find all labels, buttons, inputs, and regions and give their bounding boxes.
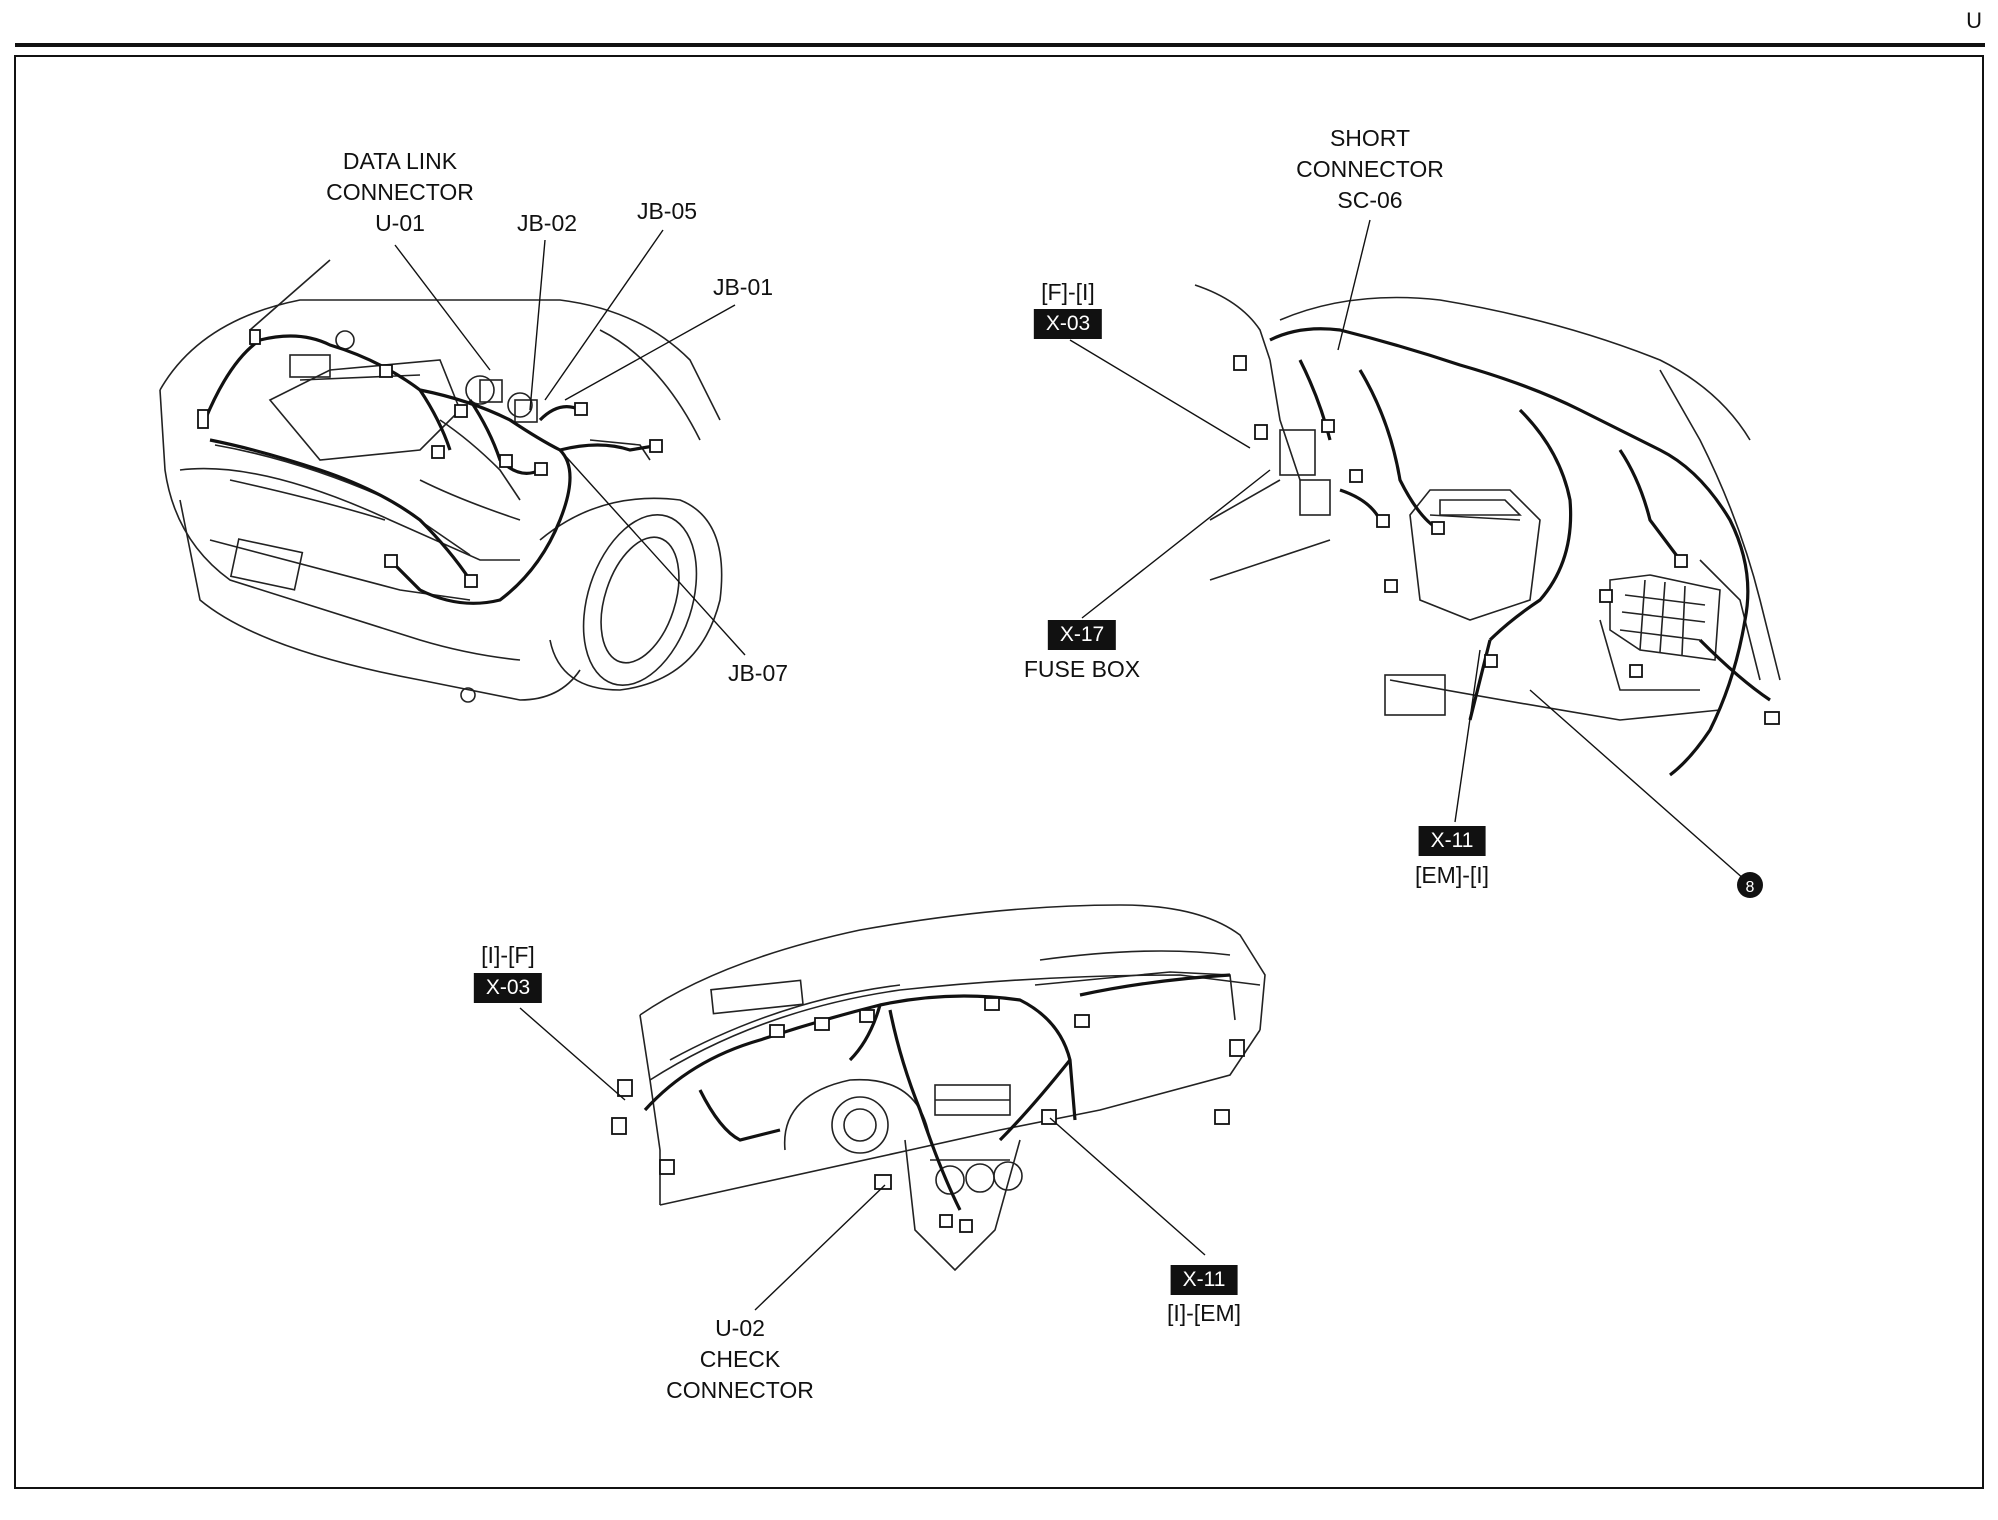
label-jb07: JB-07 — [727, 660, 789, 686]
label-x03-bottom-sub: [I]-[F] — [481, 942, 535, 968]
label-x03-top: X-03 — [1033, 309, 1103, 339]
interior-harness — [1269, 327, 1771, 777]
dashboard-illustration — [639, 904, 1266, 1272]
interior-connectors — [1233, 355, 1780, 725]
label-jb05: JB-05 — [636, 198, 698, 224]
interior-illustration — [1194, 284, 1781, 721]
label-x11-right-sub: [EM]-[I] — [1414, 862, 1490, 888]
ground-8-marker — [1737, 872, 1763, 898]
label-x03-bottom: X-03 — [473, 973, 543, 1003]
label-jb02: JB-02 — [516, 210, 578, 236]
label-x11-bottom-sub: [I]-[EM] — [1166, 1300, 1242, 1326]
ground-8-label: 8 — [1746, 879, 1755, 896]
engine-harness — [203, 334, 661, 605]
label-x03-top-sub: [F]-[I] — [1041, 279, 1095, 305]
page-code: U — [1966, 8, 1982, 33]
label-x11-bottom: X-11 — [1170, 1265, 1238, 1295]
leader-lines — [394, 219, 1746, 1311]
label-x11-right: X-11 — [1418, 826, 1486, 856]
engine-connectors — [197, 329, 663, 588]
engine-bay-illustration — [159, 259, 723, 703]
dashboard-connectors — [611, 997, 1245, 1233]
label-x17: X-17 — [1047, 620, 1117, 650]
page-frame — [14, 55, 1984, 1489]
label-jb01: JB-01 — [712, 274, 774, 300]
dashboard-harness — [643, 973, 1231, 1211]
label-fuse-box: FUSE BOX — [1023, 656, 1141, 682]
